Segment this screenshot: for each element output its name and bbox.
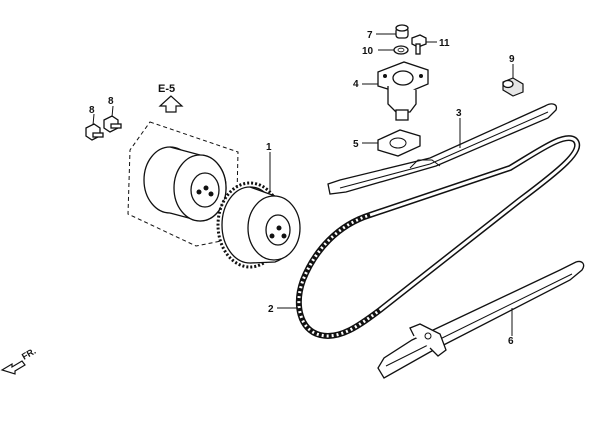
callout-8a: 8 xyxy=(89,105,95,116)
dowel-pin xyxy=(502,77,524,97)
reference-dashed-box xyxy=(127,121,239,247)
callout-4: 4 xyxy=(353,79,359,90)
tensioner-lifter xyxy=(377,61,429,121)
callout-5: 5 xyxy=(353,139,359,150)
callout-10: 10 xyxy=(362,46,374,57)
bolt-8b xyxy=(103,115,122,133)
reference-assembly-group xyxy=(127,121,239,247)
up-arrow-icon xyxy=(158,95,184,113)
front-arrow-icon xyxy=(0,360,26,375)
callout-7: 7 xyxy=(367,30,373,41)
callout-3: 3 xyxy=(456,108,462,119)
callout-1: 1 xyxy=(266,142,272,153)
callout-6: 6 xyxy=(508,336,514,347)
front-label: FR. xyxy=(20,346,38,362)
gasket xyxy=(377,129,421,157)
callout-2: 2 xyxy=(268,304,274,315)
cam-sprocket xyxy=(216,181,301,269)
callout-11: 11 xyxy=(439,38,450,49)
front-indicator: FR. xyxy=(0,346,38,375)
sealing-bolt xyxy=(395,24,409,39)
callout-9: 9 xyxy=(509,54,515,65)
washer xyxy=(393,45,409,55)
reference-e5[interactable]: E-5 xyxy=(158,83,184,113)
cam-chain xyxy=(295,135,580,339)
reference-label: E-5 xyxy=(158,83,175,95)
callout-8b: 8 xyxy=(108,96,114,107)
cam-hub-reference xyxy=(143,146,227,222)
guide-slipper xyxy=(377,260,585,379)
bolt-8a xyxy=(85,123,104,141)
tensioner-slipper xyxy=(327,103,558,195)
lifter-bolt xyxy=(411,34,427,55)
